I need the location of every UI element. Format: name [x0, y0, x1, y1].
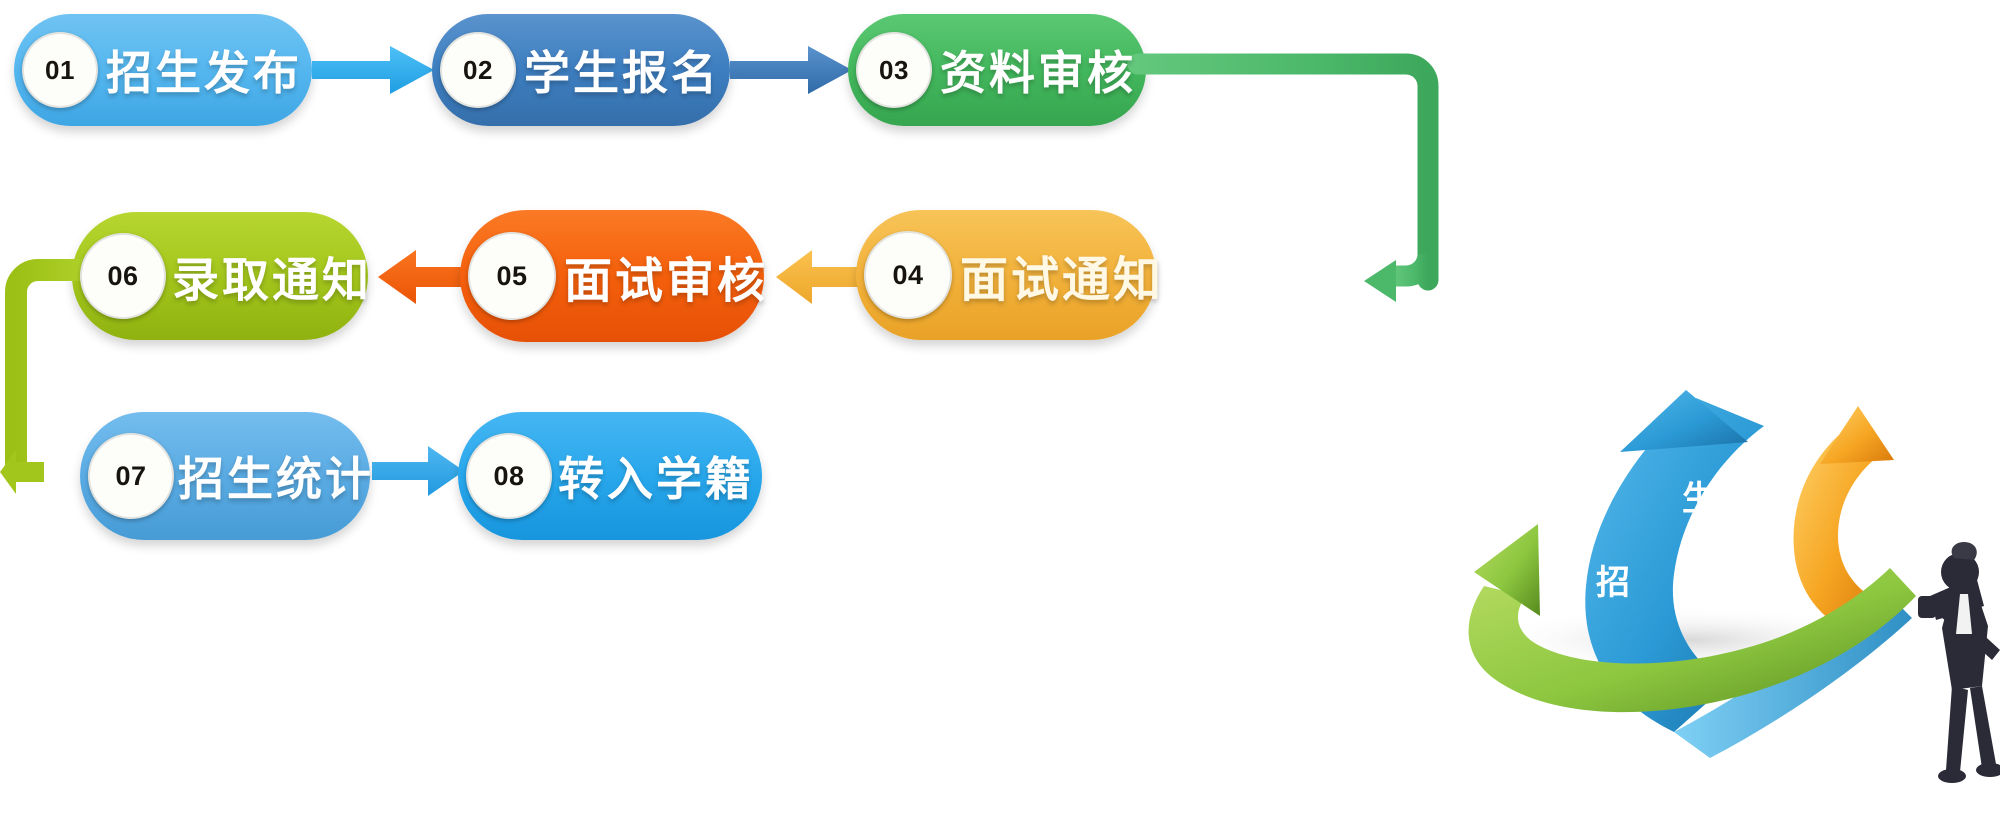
step-node-02[interactable]: 02 学生报名 [432, 14, 730, 126]
recruitment-megaphone-illustration: 生 招 [1460, 390, 2000, 840]
step-badge-05: 05 [468, 232, 556, 320]
step-label-05: 面试审核 [564, 255, 769, 308]
arrow-01-to-02 [312, 46, 434, 94]
illustration-char-zhao: 招 [1596, 564, 1630, 602]
step-badge-02: 02 [440, 32, 516, 108]
step-node-06[interactable]: 06 录取通知 [72, 212, 369, 340]
step-label-06: 录取通知 [172, 253, 372, 307]
step-badge-03: 03 [856, 32, 932, 108]
step-label-01: 招生发布 [106, 47, 302, 99]
step-badge-07: 07 [88, 433, 174, 519]
arrow-06-to-07 [0, 250, 120, 510]
arrow-04-to-05 [776, 250, 868, 304]
step-label-08: 转入学籍 [558, 453, 754, 505]
step-label-03: 资料审核 [940, 47, 1136, 99]
step-node-03[interactable]: 03 资料审核 [848, 14, 1146, 126]
step-badge-04: 04 [864, 231, 952, 319]
step-node-05[interactable]: 05 面试审核 [460, 210, 765, 342]
step-node-07[interactable]: 07 招生统计 [80, 412, 371, 540]
step-label-02: 学生报名 [524, 47, 720, 99]
step-badge-08: 08 [466, 433, 552, 519]
step-badge-01: 01 [22, 32, 98, 108]
step-badge-06: 06 [80, 233, 166, 319]
step-label-07: 招生统计 [178, 453, 374, 505]
arrow-05-to-06 [378, 250, 482, 304]
step-label-04: 面试通知 [960, 254, 1165, 307]
arrow-02-to-03 [730, 46, 852, 94]
arrow-03-to-04 [1127, 48, 1468, 348]
arrow-07-to-08 [372, 446, 464, 496]
illustration-char-sheng: 生 [1682, 480, 1716, 518]
step-node-01[interactable]: 01 招生发布 [14, 14, 312, 126]
step-node-08[interactable]: 08 转入学籍 [458, 412, 762, 540]
step-node-04[interactable]: 04 面试通知 [856, 210, 1161, 340]
